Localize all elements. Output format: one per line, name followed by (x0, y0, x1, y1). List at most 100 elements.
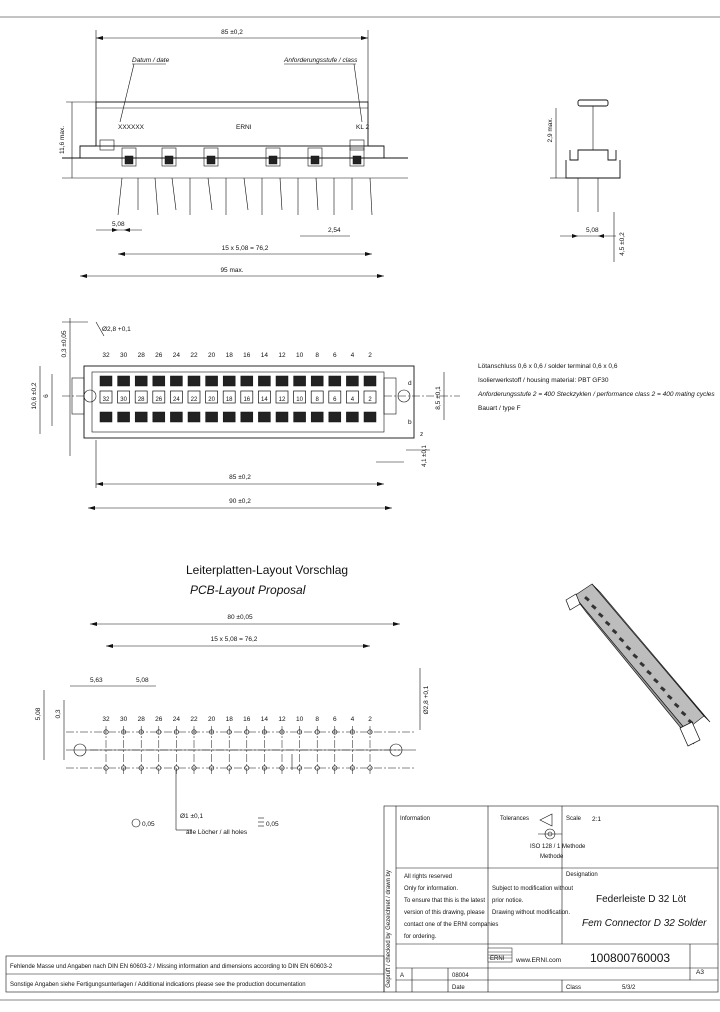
pcb-title-en: PCB-Layout Proposal (190, 583, 306, 597)
top-pin-number: 30 (120, 352, 128, 359)
contact-number: 26 (155, 397, 162, 403)
dim-top-label: 85 ±0,2 (221, 29, 243, 36)
iso-slot (659, 686, 666, 692)
contact-row-z (187, 411, 201, 423)
contact-row-z (205, 411, 218, 423)
pcb-dim-vert-a: 5,08 (35, 707, 42, 720)
contact-row-d (205, 375, 218, 387)
tb-projection-b: Methode (540, 854, 564, 860)
footer-line-2: Sonstige Angaben siehe Fertigungsunterla… (10, 982, 306, 988)
tb-rights-1: All rights reserved (404, 874, 452, 880)
contact-row-z (293, 411, 306, 423)
pcb-pin-number: 22 (190, 716, 198, 723)
top-pin-number: 14 (261, 352, 269, 359)
top-pin-number: 26 (155, 352, 163, 359)
dim-pitch-right: 2,54 (328, 227, 341, 234)
tb-class-label: Class (566, 985, 581, 991)
contact-row-d (222, 375, 236, 387)
contact-row-z (152, 411, 166, 423)
contact-row-b (258, 390, 271, 404)
contact-row-b (240, 390, 254, 404)
contact-row-d (134, 375, 148, 387)
title-block: Gezeichnet / drawn by Geprüft / checked … (383, 805, 719, 993)
contact-number: 10 (296, 397, 303, 403)
contact-number: 12 (279, 397, 286, 403)
contact-row-b (346, 390, 359, 404)
iso-slot (653, 678, 659, 684)
pcb-pin-number: 10 (296, 716, 304, 723)
tb-information: Information (400, 816, 430, 822)
tb-sheet-code: A3 (696, 969, 704, 976)
housing-front (95, 101, 369, 147)
contact-row-z (346, 411, 359, 423)
contact-row-z (117, 411, 130, 423)
top-pin-number: 4 (351, 352, 355, 359)
side-vertical-2: Geprüft / checked by (386, 932, 392, 987)
contact-number: 28 (138, 397, 145, 403)
pcb-pin-number: 26 (155, 716, 163, 723)
tb-rights-5: contact one of the ERNI companies (404, 922, 498, 928)
contact-row-b (222, 390, 236, 404)
top-pin-number: 8 (315, 352, 319, 359)
contact-row-d (170, 375, 183, 387)
tb-rights-2: Only for information. (404, 886, 458, 892)
tb-projection: ISO 128 / 1 Methode (530, 844, 586, 850)
contact-row-d (310, 375, 324, 387)
contact-row-b (134, 390, 148, 404)
tb-rights-6: for ordering. (404, 934, 437, 940)
tb-rights-4: version of this drawing, please (404, 910, 485, 916)
contact-number: 14 (261, 397, 268, 403)
contact-row-b (275, 390, 289, 404)
top-pin-number: 32 (102, 352, 110, 359)
top-pin-number: 24 (173, 352, 181, 359)
body-brand: ERNI (236, 124, 252, 131)
pcb-pin-number: 16 (243, 716, 251, 723)
tb-class-value: 5/3/2 (622, 985, 636, 991)
pcb-dim-80: 80 ±0,05 (227, 614, 253, 621)
contact-number: 6 (333, 397, 337, 403)
pcb-pin-number: 20 (208, 716, 216, 723)
dim-overall: 95 max. (220, 267, 243, 274)
iso-slot (590, 604, 597, 610)
top-pin-number: 18 (226, 352, 234, 359)
pcb-tol-right: 0,05 (266, 821, 279, 828)
top-dim-85: 85 ±0,2 (229, 474, 251, 481)
contact-row-z (99, 411, 113, 423)
contact-row-d (346, 375, 359, 387)
contact-number: 18 (226, 397, 233, 403)
top-dim-a: 0,3 ±0,05 (61, 330, 68, 357)
contact-row-b (99, 390, 113, 404)
pcb-title-de: Leiterplatten-Layout Vorschlag (186, 563, 348, 577)
top-dim-90: 90 ±0,2 (229, 498, 251, 505)
note-line-1: Lötanschluss 0,6 x 0,6 / solder terminal… (478, 363, 618, 370)
tb-subject-1: Subject to modification without (492, 886, 573, 892)
contact-row-b (152, 390, 166, 404)
contact-row-b (310, 390, 324, 404)
pcb-pin-number: 4 (351, 716, 355, 723)
footer-notes: Fehlende Masse und Angaben nach DIN EN 6… (5, 955, 385, 993)
erni-logo: ERNI (487, 947, 513, 963)
contact-row-b (187, 390, 201, 404)
side-view: 2,9 max. 5,08 4,5 ±0,2 (547, 99, 626, 262)
contact-number: 22 (191, 397, 198, 403)
pin-row-front (117, 177, 373, 216)
iso-slot (618, 637, 625, 643)
contact-row-d (275, 375, 289, 387)
row-letter-b: b (408, 419, 412, 426)
side-dim-height: 2,9 max. (547, 117, 554, 142)
contact-row-b (363, 390, 377, 404)
contact-row-b (205, 390, 218, 404)
pcb-pin-number: 14 (261, 716, 269, 723)
contact-row-z (258, 411, 271, 423)
pcb-pin-number: 6 (333, 716, 337, 723)
contact-row-b (117, 390, 130, 404)
pcb-pin-number: 32 (102, 716, 110, 723)
top-dim-right: 8,5 ±0,1 (435, 386, 442, 410)
pcb-dim-vert-b: 0,3 (55, 709, 62, 718)
top-pin-number: 22 (190, 352, 198, 359)
tb-product-de: Federleiste D 32 Löt (596, 894, 686, 905)
